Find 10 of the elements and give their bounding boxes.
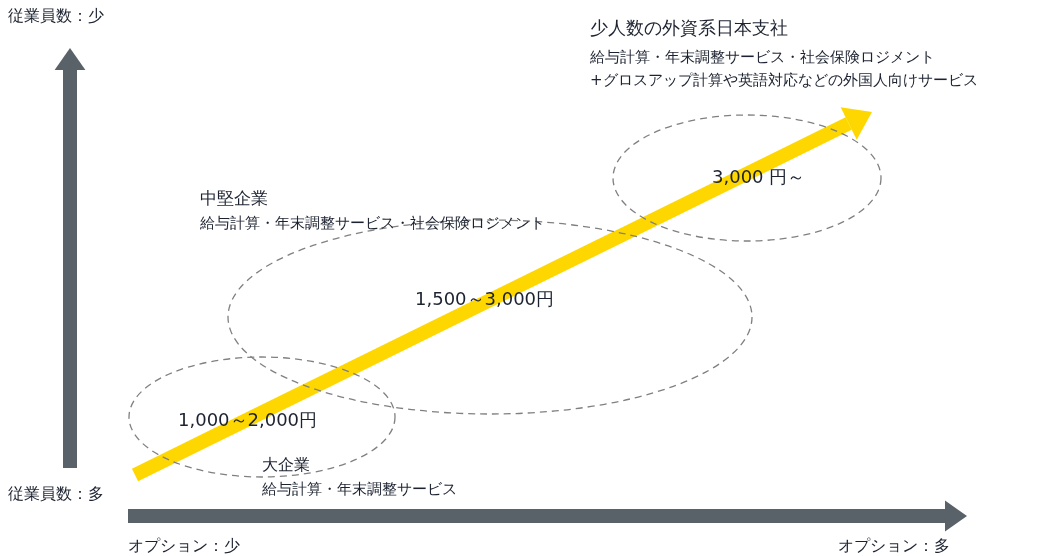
- service-description: 給与計算・年末調整サービス・社会保険ロジメント +グロスアップ計算や英語対応などの外国人向けサービス: [590, 47, 978, 91]
- axis-label: 従業員数：多: [8, 484, 104, 504]
- axis-label: 従業員数：少: [8, 6, 104, 26]
- axis-label: オプション：少: [128, 536, 240, 556]
- service-description: 給与計算・年末調整サービス・社会保険ロジメント: [200, 213, 545, 234]
- service-description: 給与計算・年末調整サービス: [262, 479, 457, 500]
- segment-heading: 少人数の外資系日本支社: [590, 16, 788, 40]
- segment-heading: 中堅企業: [200, 187, 268, 210]
- segment-heading: 大企業: [262, 454, 310, 476]
- axis-label: オプション：多: [838, 536, 950, 556]
